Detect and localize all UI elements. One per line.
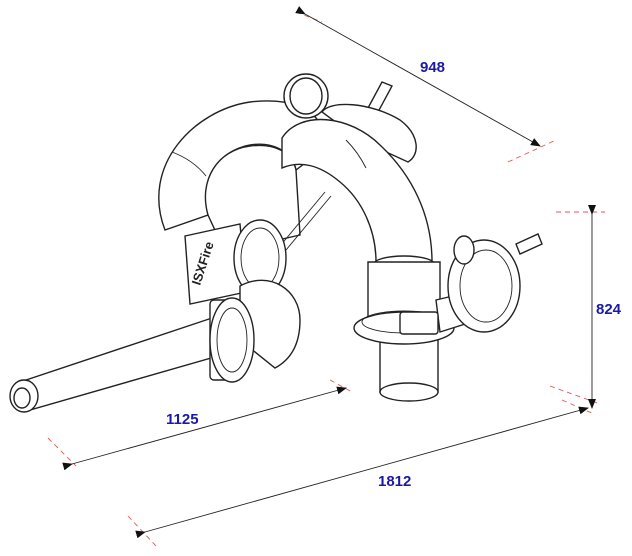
dimension-1125	[47, 379, 353, 471]
dimension-824	[549, 205, 605, 409]
dimension-label-1125: 1125	[166, 411, 199, 428]
top-handle	[283, 73, 417, 163]
dimension-label-948: 948	[420, 59, 445, 76]
dimension-label-1812: 1812	[378, 473, 411, 490]
nozzle	[9, 297, 255, 413]
logo-flange: ISXFire	[184, 219, 287, 305]
large-loop-pipe	[158, 100, 324, 253]
middle-pipe	[239, 279, 301, 369]
dimension-label-824: 824	[596, 301, 622, 318]
dimension-1812	[127, 399, 595, 547]
handwheel	[399, 233, 543, 335]
dimension-948	[295, 6, 557, 163]
